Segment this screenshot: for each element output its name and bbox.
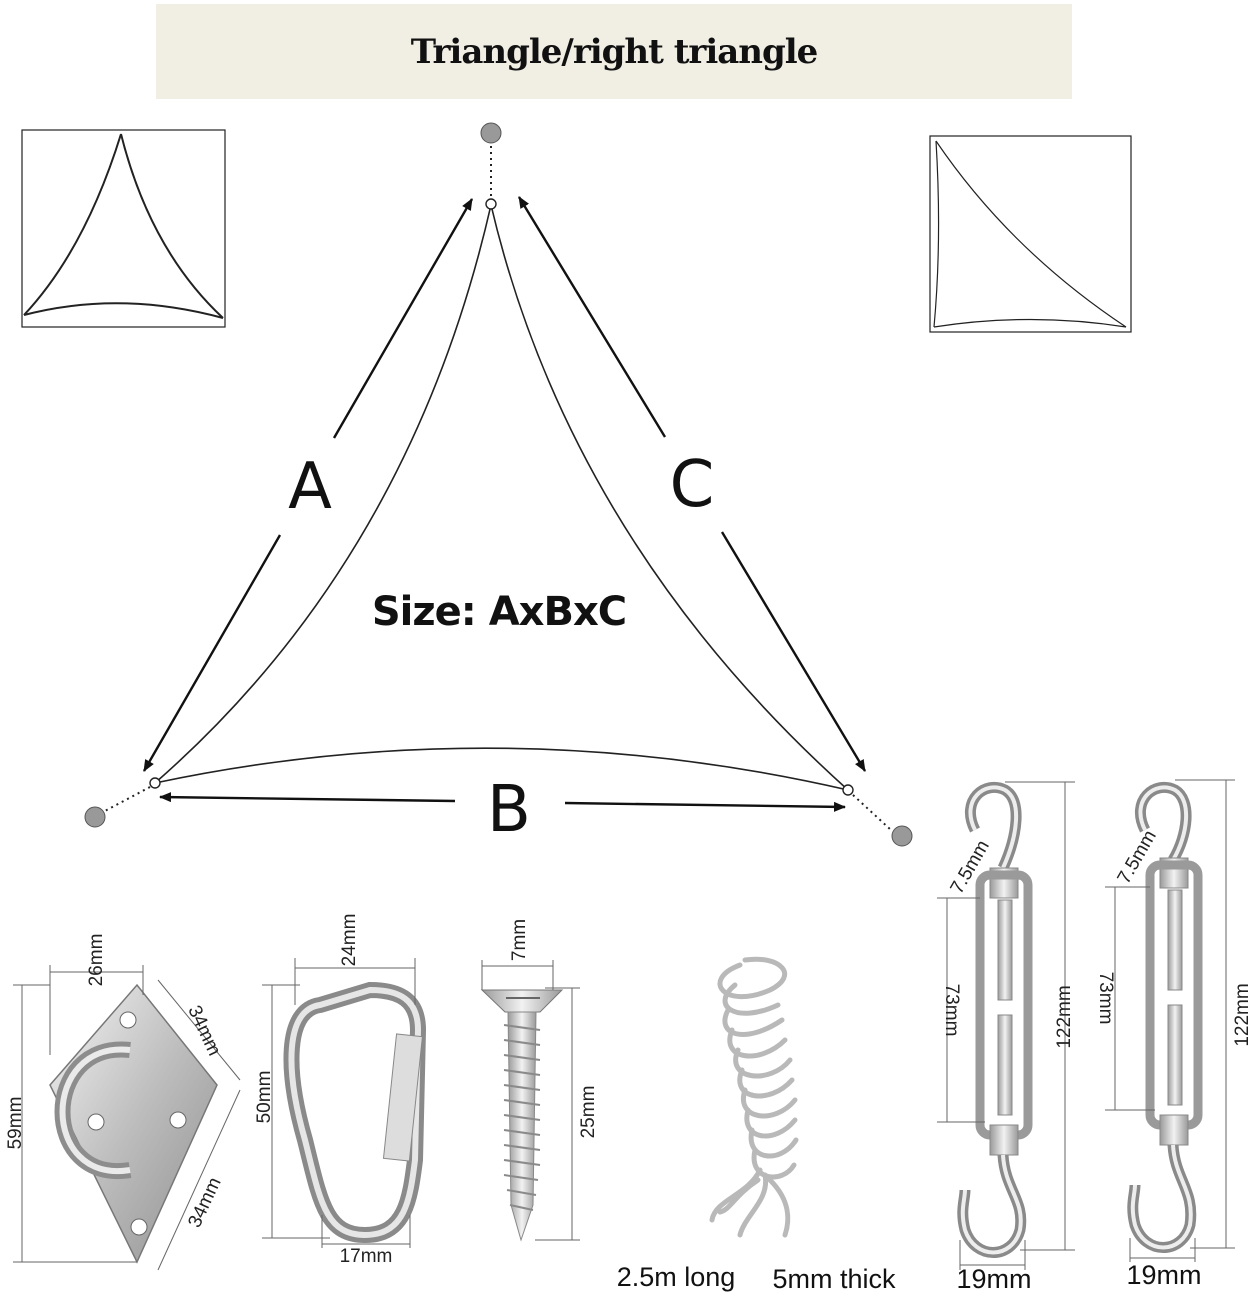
dimension-arrows [142,196,867,812]
pad-eye-height: 59mm [5,1097,26,1150]
screw [480,960,580,1242]
title-banner: Triangle/right triangle [156,4,1072,99]
rope-length: 2.5m long [617,1262,736,1292]
rope-thickness: 5mm thick [772,1264,896,1294]
anchor-points [84,122,913,847]
anchor-left [84,806,106,828]
turnbuckle-1-body: 73mm [941,984,962,1037]
turnbuckle-1-total: 122mm [1054,985,1075,1048]
thumbnail-triangle [21,129,226,328]
carabiner-bottom: 17mm [340,1246,393,1267]
carabiner-width: 24mm [339,914,360,967]
turnbuckle-2-body: 73mm [1095,972,1116,1025]
thumbnail-right-triangle [929,135,1132,333]
diagram-title: Triangle/right triangle [410,31,819,72]
turnbuckle-2-total: 122mm [1232,983,1253,1046]
screw-head: 7mm [509,919,530,961]
side-label-b: B [487,773,531,847]
turnbuckle-1-hook: 7.5mm [947,837,994,898]
side-label-a: A [288,450,332,524]
screw-length: 25mm [578,1086,599,1139]
pad-eye-plate [13,965,241,1271]
pad-eye-edge-bottom: 34mm [184,1174,225,1231]
carabiner-height: 50mm [254,1071,275,1124]
turnbuckle-2-width: 19mm [1126,1260,1201,1290]
turnbuckle-1 [937,781,1075,1270]
anchor-right [891,825,913,847]
carabiner [262,958,427,1248]
sail-outline [149,198,854,796]
turnbuckle-1-width: 19mm [956,1264,1031,1294]
size-label: Size: AxBxC [372,589,626,635]
rope-coil [709,956,799,1238]
pad-eye-width: 26mm [86,934,107,987]
turnbuckle-2 [1105,779,1235,1262]
side-label-c: C [670,448,715,522]
anchor-top [480,122,502,144]
